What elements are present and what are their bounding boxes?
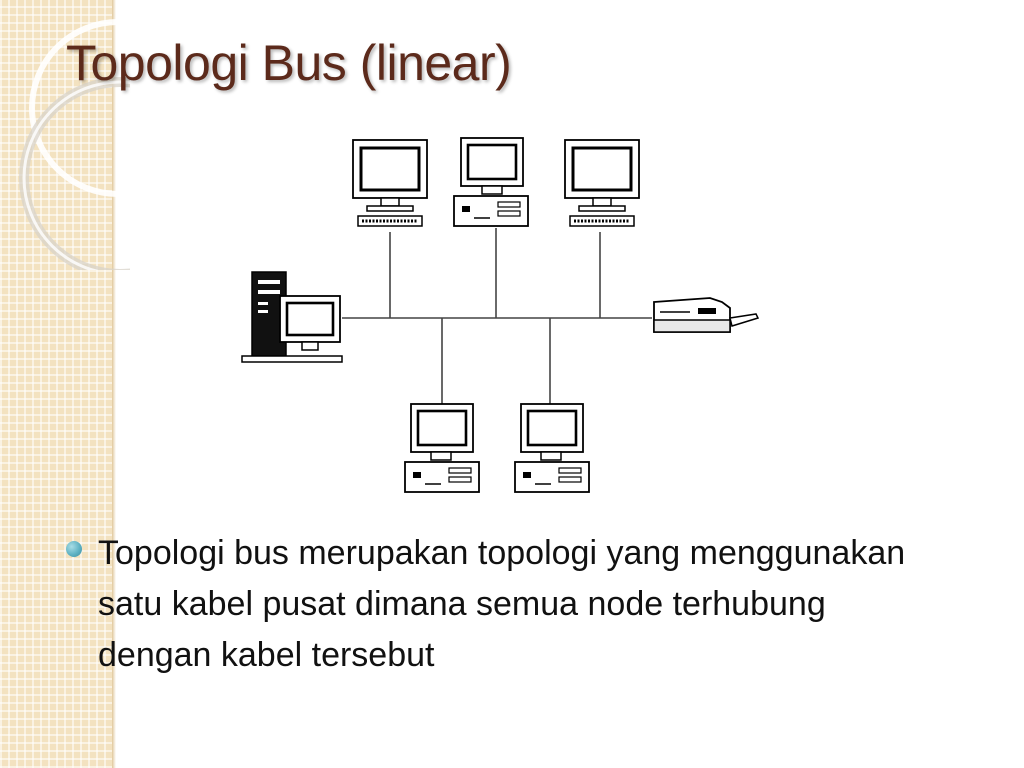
desktop-computer-icon xyxy=(404,402,480,493)
bullet-list: Topologi bus merupakan topologi yang men… xyxy=(66,528,946,681)
side-panel-edge xyxy=(112,0,116,768)
tower-server-icon xyxy=(241,271,343,363)
desktop-computer-icon xyxy=(514,402,590,493)
decorative-side-panel xyxy=(0,0,112,768)
bus-topology-diagram xyxy=(241,136,760,493)
bullet-text: Topologi bus merupakan topologi yang men… xyxy=(98,534,906,674)
bullet-item: Topologi bus merupakan topologi yang men… xyxy=(66,528,946,681)
bullet-dot-icon xyxy=(66,541,82,557)
desktop-computer-icon xyxy=(453,136,529,227)
crt-monitor-with-keyboard-icon xyxy=(563,138,641,228)
crt-monitor-with-keyboard-icon xyxy=(351,138,429,228)
network-cables xyxy=(342,228,652,408)
decorative-rings xyxy=(19,19,130,270)
slide-title: Topologi Bus (linear) xyxy=(66,35,512,91)
printer-icon xyxy=(653,297,760,333)
